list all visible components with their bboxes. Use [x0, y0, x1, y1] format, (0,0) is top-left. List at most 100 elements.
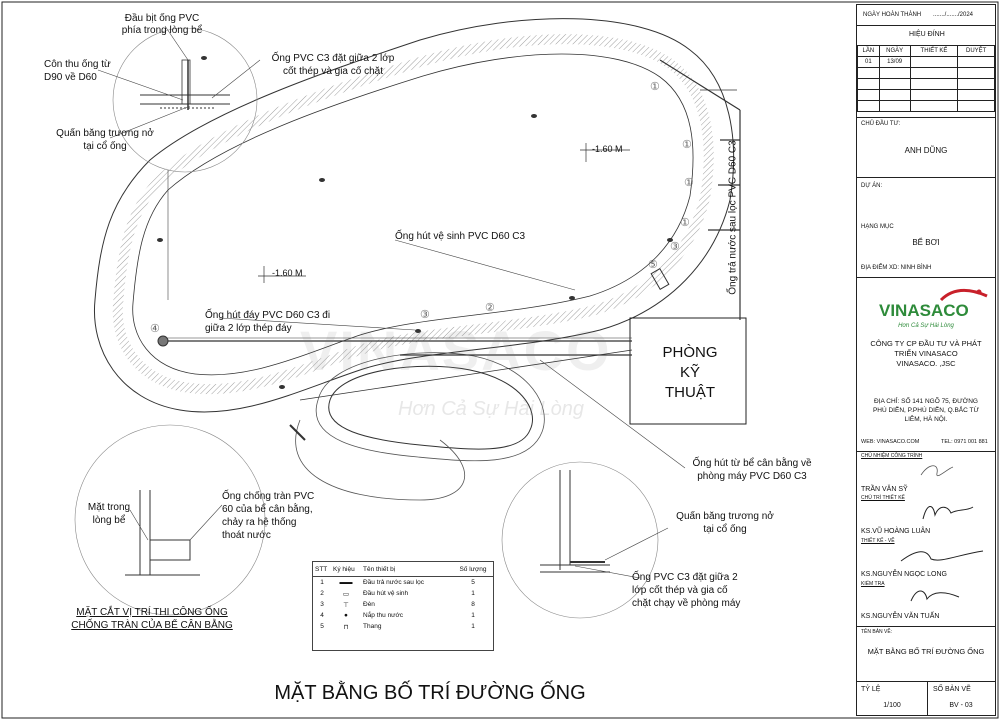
legend-qty: 1: [471, 612, 475, 619]
completion-date-value: ......./......./2024: [933, 12, 974, 18]
balance-tank-wall: [315, 352, 545, 462]
company-web: WEB: VINASACO.COM: [861, 439, 920, 445]
marker-3b: ③: [420, 309, 430, 321]
legend-stt: 4: [320, 612, 324, 619]
drawing-name-label: TÊN BẢN VẼ:: [861, 629, 893, 635]
note-seal-top: Quấn băng trương nở tại cổ ống: [56, 128, 154, 152]
legend-name: Nắp thu nước: [363, 612, 404, 619]
person-checker: KS.NGUYỄN VĂN TUẤN: [861, 613, 940, 620]
rev-cell: [909, 56, 959, 68]
note-bottom-suction: Ống hút đáy PVC D60 C3 đi giữa 2 lớp thé…: [205, 310, 331, 334]
role-checker: KIỂM TRA: [861, 581, 885, 587]
marker-1d: ①: [680, 217, 690, 229]
legend-header-qty: Số lượng: [453, 562, 493, 577]
technical-room: [629, 317, 747, 425]
legend-stt: 5: [320, 623, 324, 630]
legend-row: 2 ▭ Đầu hút vệ sinh 1: [313, 588, 493, 599]
note-overflow: Ống chống tràn PVC 60 của bể cân bằng, c…: [222, 491, 315, 541]
level-label-right: -1.60 M: [592, 144, 623, 154]
scale-label: TỶ LỆ: [861, 686, 881, 693]
vinasaco-logo-mark: [939, 289, 988, 302]
marker-4: ④: [150, 323, 160, 335]
legend-stt: 3: [320, 601, 324, 608]
rev-cell: 13/09: [878, 56, 911, 68]
drawing-main-title: MẶT BẰNG BỐ TRÍ ĐƯỜNG ỐNG: [274, 682, 586, 704]
drawing-name: MẶT BẰNG BỐ TRÍ ĐƯỜNG ỐNG: [867, 647, 985, 656]
company-name: CÔNG TY CP ĐẦU TƯ VÀ PHÁT TRIỂN VINASACO…: [870, 339, 982, 368]
investor-name: ANH DŨNG: [904, 146, 948, 155]
legend-stt: 1: [320, 579, 324, 586]
completion-date-label: NGÀY HOÀN THÀNH: [863, 12, 922, 18]
detail-right-section: [540, 470, 610, 573]
leader-lines: [97, 25, 686, 579]
detail-circle-right: [501, 461, 659, 619]
legend-stt: 2: [320, 590, 324, 597]
rev-header: LẦN: [857, 45, 880, 57]
legend-row: 4 ● Nắp thu nước 1: [313, 610, 493, 621]
ladder-icon: ⊓: [343, 623, 349, 631]
rev-cell: 01: [857, 56, 880, 68]
bottom-drain: [157, 335, 169, 347]
legend-qty: 1: [471, 623, 475, 630]
watermark-slogan: Hơn Cả Sự Hài Lòng: [398, 398, 584, 420]
section-title: MẶT CẮT VỊ TRÍ THI CÔNG ỐNG CHỐNG TRÀN C…: [71, 607, 233, 631]
rev-header: THIẾT KẾ: [909, 45, 959, 57]
legend-row: 3 ⊤ Đèn 8: [313, 599, 493, 610]
person-project-lead: TRẦN VĂN SỸ: [861, 486, 908, 493]
technical-room-label-3: THUẬT: [665, 384, 715, 401]
item-name: BỂ BƠI: [912, 238, 940, 247]
legend-header-stt: STT: [313, 562, 331, 577]
rev-header: NGÀY: [878, 45, 911, 57]
project-label: DỰ ÁN:: [861, 183, 883, 189]
legend-header-symbol: Ký hiệu: [331, 562, 361, 577]
company-tel: TEL: 0971 001 881: [941, 439, 988, 445]
marker-1: ①: [650, 81, 660, 93]
sheet-number: BV - 03: [949, 702, 973, 709]
legend-name: Đầu trả nước sau lọc: [363, 579, 425, 586]
legend-row: 5 ⊓ Thang 1: [313, 621, 493, 632]
location: ĐỊA ĐIỂM XD: NINH BÌNH: [861, 265, 932, 271]
marker-1c: ①: [684, 177, 694, 189]
marker-5: ⑤: [648, 259, 658, 271]
logo-slogan: Hơn Cả Sự Hài Lòng: [898, 323, 954, 329]
legend-name: Thang: [363, 623, 382, 630]
marker-1b: ①: [682, 139, 692, 151]
detail-left-section: [125, 490, 200, 576]
note-balance-suction: Ống hút từ bể cân bằng về phòng máy PVC …: [692, 458, 812, 482]
legend-header-name: Tên thiết bị: [361, 562, 453, 577]
pipe-network: [165, 59, 741, 441]
watermark-brand: VINASACO: [300, 319, 612, 382]
item-label: HẠNG MỤC: [861, 224, 894, 230]
detail-circle-left: [74, 424, 266, 616]
note-inner-wall: Mặt trong lòng bể: [87, 502, 131, 526]
note-pvc-between: Ống PVC C3 đặt giữa 2 lớp cốt thép và gi…: [271, 53, 395, 77]
legend-row: 1 ▬▬ Đầu trả nước sau lọc 5: [313, 577, 493, 589]
level-markers: [258, 143, 630, 283]
signature-3: [900, 550, 984, 562]
balance-tank-outline: [328, 365, 533, 450]
role-designer: THIẾT KẾ - VẼ: [861, 538, 895, 544]
light-icon: ⊤: [343, 601, 349, 609]
legend-qty: 5: [471, 579, 475, 586]
rev-cell: [957, 56, 995, 68]
scale-value: 1/100: [883, 702, 901, 709]
technical-room-label-2: KỸ: [679, 364, 700, 381]
note-pvc-right: Ống PVC C3 đặt giữa 2 lớp cốt thép và gi…: [632, 572, 741, 609]
detail-top-section: [140, 59, 230, 109]
rev-header: DUYỆT: [957, 45, 995, 57]
pool-wall-band: [112, 34, 714, 395]
detail-circle-top: [112, 27, 258, 173]
signature-2: [922, 506, 974, 520]
note-vacuum-pipe: Ống hút vệ sinh PVC D60 C3: [395, 231, 526, 242]
role-project-lead: CHỦ NHIỆM CÔNG TRÌNH: [861, 453, 923, 459]
technical-room-label-1: PHÒNG: [662, 344, 718, 361]
level-label-left: -1.60 M: [272, 268, 303, 278]
pool-lights: [157, 56, 673, 389]
legend-name: Đầu hút vệ sinh: [363, 590, 409, 597]
revision-table: LẦN NGÀY THIẾT KẾ DUYỆT 01 13/09: [857, 45, 995, 112]
vacuum-inlet-icon: ▭: [342, 590, 350, 598]
note-seal-right: Quấn băng trương nở tại cổ ống: [676, 511, 774, 535]
